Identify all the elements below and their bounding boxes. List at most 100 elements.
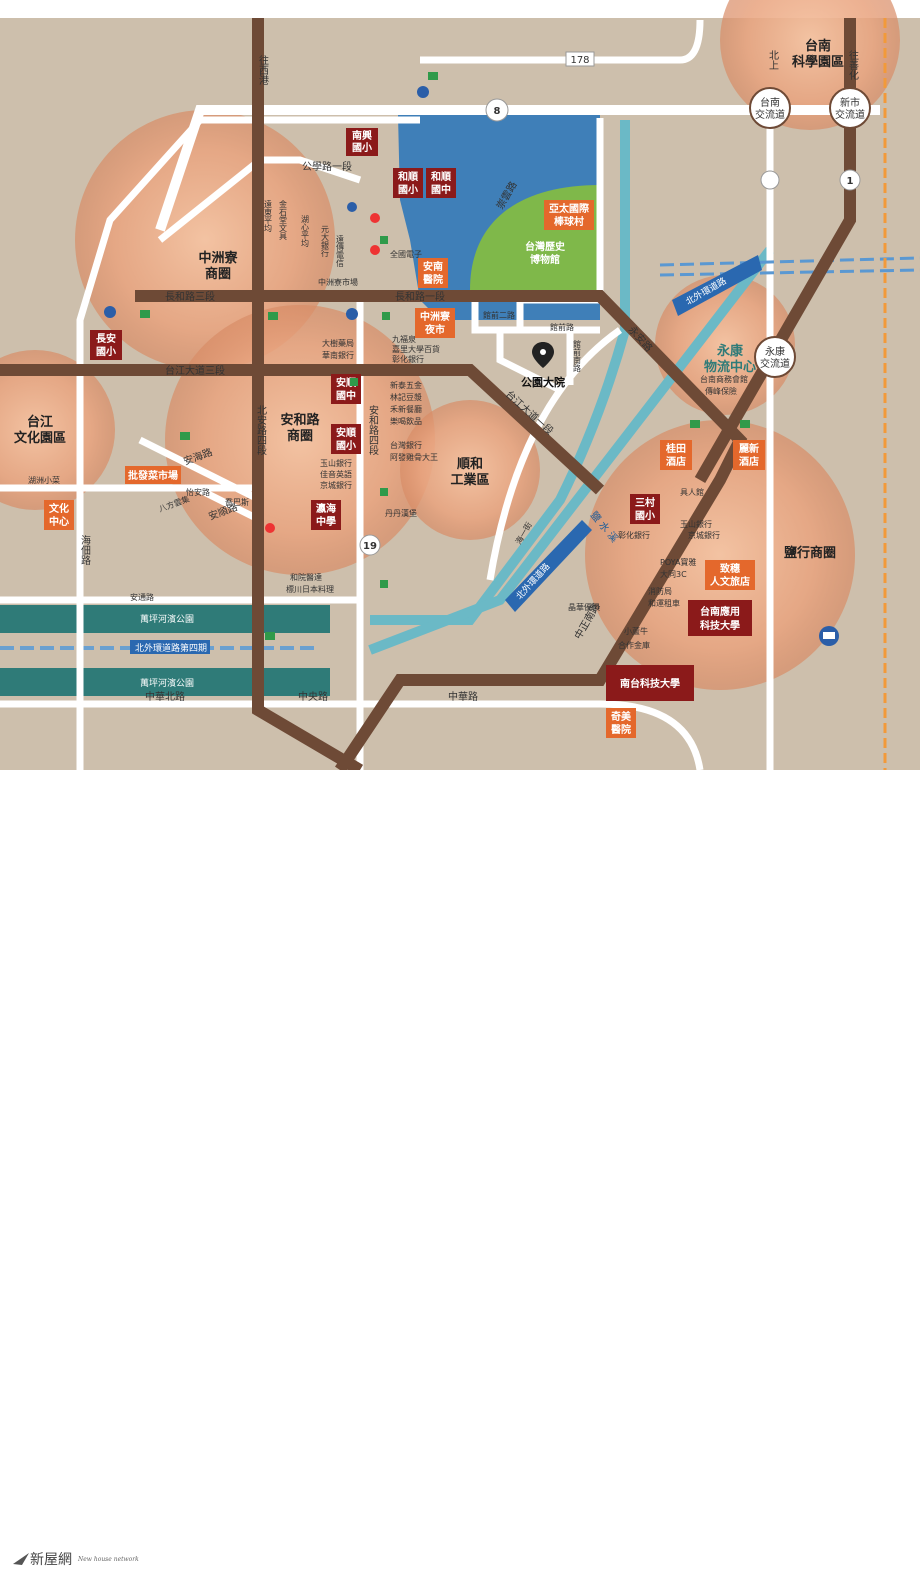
label-wanping-2: 萬坪河濱公園 (140, 677, 194, 689)
svg-text:國中: 國中 (336, 389, 356, 402)
svg-text:POYA寶雅: POYA寶雅 (660, 557, 696, 567)
road-19-shield: 19 (359, 534, 381, 556)
zhongzhouliao-night-market[interactable]: 中洲寮 夜市 (415, 308, 455, 338)
road-178-shield: 178 (565, 51, 595, 67)
svg-text:和運租車: 和運租車 (648, 598, 680, 608)
history-museum[interactable]: 台灣歷史 博物館 (525, 240, 566, 266)
district-shunhe: 順和 工業區 (450, 456, 489, 488)
svg-text:大樹藥局: 大樹藥局 (322, 338, 354, 348)
svg-text:商圈: 商圈 (205, 266, 231, 282)
anshun-elementary[interactable]: 安順 國小 (331, 424, 361, 454)
tainan-interchange[interactable]: 台南 交流道 (749, 87, 791, 129)
store-icons (104, 72, 750, 640)
svg-text:丹丹漢堡: 丹丹漢堡 (385, 508, 417, 518)
svg-text:國小: 國小 (398, 183, 418, 196)
svg-text:晶華優俱: 晶華優俱 (568, 602, 600, 612)
southern-taiwan-tech[interactable]: 南台科技大學 (606, 665, 694, 701)
heshun-junior-high[interactable]: 和順 國中 (426, 168, 456, 198)
nanxing-elementary[interactable]: 南興 國小 (346, 128, 378, 156)
sancun-elementary[interactable]: 三村 國小 (630, 494, 660, 524)
train-station-icon[interactable] (819, 626, 839, 646)
svg-text:醫院: 醫院 (423, 273, 443, 286)
xinshi-interchange[interactable]: 新市 交流道 (829, 87, 871, 129)
svg-text:文化園區: 文化園區 (14, 430, 66, 446)
svg-text:三村: 三村 (635, 496, 655, 509)
poi-labels: 遠東平均 金石堂文具 湖心平均 元大銀行 遠傳電信 全國電子 中洲寮市場 大樹藥… (28, 199, 748, 650)
label-anjiao: 安通路 (130, 592, 154, 602)
svg-text:台南商務會館: 台南商務會館 (700, 374, 748, 384)
svg-text:禾新餐廳: 禾新餐廳 (390, 404, 422, 414)
changan-elementary[interactable]: 長安 國小 (90, 330, 122, 360)
location-pin-icon[interactable] (532, 342, 554, 368)
svg-text:嘉里大學百貨: 嘉里大學百貨 (392, 344, 440, 354)
guitian-hotel[interactable]: 桂田 酒店 (660, 440, 692, 470)
svg-text:台灣銀行: 台灣銀行 (390, 440, 422, 450)
label-changhe1: 長和路一段 (395, 290, 445, 303)
wholesale-market[interactable]: 批發菜市場 (125, 466, 181, 484)
svg-text:瀛海: 瀛海 (316, 502, 336, 515)
svg-text:和順: 和順 (430, 170, 452, 183)
heshun-elementary[interactable]: 和順 國小 (393, 168, 423, 198)
yongkang-interchange[interactable]: 永康 交流道 (754, 336, 796, 378)
label-changhe3: 長和路三段 (165, 290, 215, 303)
district-tainan-science: 台南 科學園區 (792, 38, 844, 70)
svg-text:亞太國際: 亞太國際 (549, 202, 589, 215)
haihai-school[interactable]: 瀛海 中學 (311, 500, 341, 530)
svg-text:湖洲小菜: 湖洲小菜 (28, 475, 60, 485)
label-wangshanhua: 往善化 (847, 49, 859, 80)
svg-text:和順: 和順 (397, 170, 419, 183)
label-anhe4: 安和路四段 (367, 404, 379, 456)
asia-pacific-baseball[interactable]: 亞太國際 棒球村 (544, 200, 594, 230)
logo-subtitle: New house network (78, 1555, 139, 1563)
svg-text:南興: 南興 (352, 129, 372, 142)
svg-text:中洲寮市場: 中洲寮市場 (318, 277, 358, 287)
svg-text:佳音英語: 佳音英語 (320, 469, 352, 479)
svg-text:新泰五金: 新泰五金 (390, 380, 422, 390)
ring-road (155, 105, 880, 232)
svg-text:全國電子: 全國電子 (390, 249, 422, 259)
svg-text:台江: 台江 (27, 414, 53, 430)
svg-text:大同3C: 大同3C (660, 569, 687, 579)
svg-text:台南: 台南 (760, 96, 780, 109)
map[interactable]: 178 8 1 19 台南 交流道 新市 交流道 永康 交流道 中洲寮 商圈 安… (0, 0, 920, 809)
zhisui-hotel[interactable]: 致穗 人文旅店 (705, 560, 755, 590)
svg-text:遠傳電信: 遠傳電信 (336, 234, 345, 268)
svg-text:小蘆牛: 小蘆牛 (624, 626, 648, 636)
north-outer-ring-strips (130, 255, 762, 654)
svg-text:交流道: 交流道 (755, 108, 785, 121)
annan-hospital[interactable]: 安南 醫院 (418, 258, 448, 288)
svg-text:文化: 文化 (49, 502, 69, 515)
site-logo[interactable]: 新屋網 New house network (12, 1549, 139, 1569)
svg-text:安順: 安順 (336, 426, 357, 439)
svg-text:奇美: 奇美 (611, 710, 632, 723)
svg-text:遠東平均: 遠東平均 (264, 199, 273, 233)
svg-text:華南銀行: 華南銀行 (322, 350, 354, 360)
svg-text:物流中心: 物流中心 (704, 359, 756, 375)
svg-text:九福泉: 九福泉 (392, 334, 416, 344)
district-taijiang: 台江 文化園區 (14, 414, 66, 446)
svg-text:安和路: 安和路 (280, 412, 320, 428)
svg-text:工業區: 工業區 (450, 472, 489, 488)
chimei-hospital[interactable]: 奇美 醫院 (606, 708, 636, 738)
svg-text:酒店: 酒店 (666, 455, 686, 468)
wanping-park-band-1 (0, 605, 330, 633)
svg-text:新市: 新市 (840, 96, 860, 109)
wanping-park-band-2 (0, 668, 330, 696)
cultural-center[interactable]: 文化 中心 (44, 500, 74, 530)
svg-text:博物館: 博物館 (530, 253, 560, 266)
svg-text:台南應用: 台南應用 (700, 605, 740, 618)
svg-text:鹽行商圈: 鹽行商圈 (784, 545, 836, 561)
district-yanxing: 鹽行商圈 (784, 545, 836, 561)
label-zhongyang: 中央路 (298, 690, 328, 703)
svg-text:消防局: 消防局 (648, 586, 672, 596)
label-haidian: 海佃路 (79, 534, 91, 566)
svg-text:致穗: 致穗 (720, 562, 740, 575)
label-wangxigang: 往西港 (257, 54, 269, 85)
svg-text:桂田: 桂田 (665, 442, 686, 455)
svg-text:國小: 國小 (352, 141, 372, 154)
label-guanqian: 館前路 (550, 322, 574, 332)
lixin-hotel[interactable]: 麗新 酒店 (733, 440, 765, 470)
tainan-applied-tech[interactable]: 台南應用 科技大學 (688, 600, 752, 636)
svg-text:安南: 安南 (423, 260, 443, 273)
svg-text:傳峰保險: 傳峰保險 (705, 386, 737, 396)
